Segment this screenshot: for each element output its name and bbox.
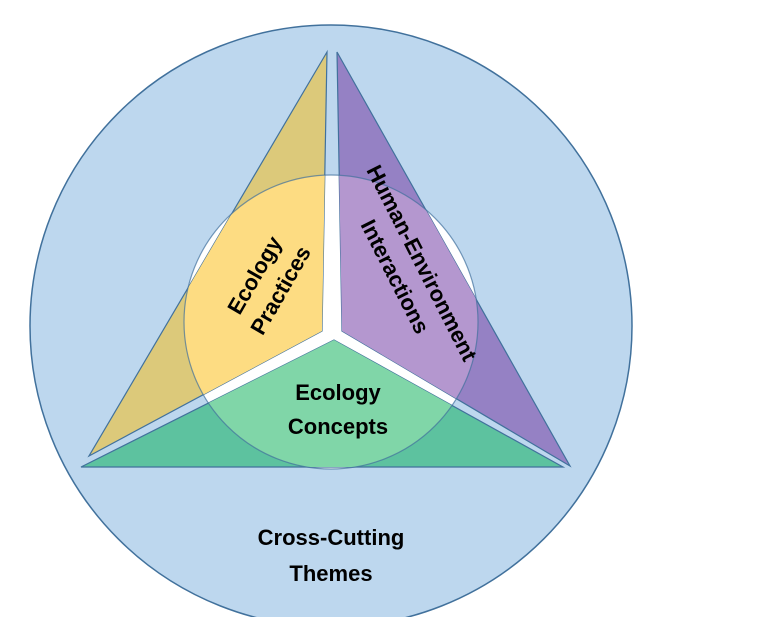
ecology-practices-inner: [184, 175, 327, 456]
ecology-concepts-label-line2: Concepts: [288, 414, 388, 439]
ecology-concepts-label-line1: Ecology: [295, 380, 381, 405]
human-environment-inner: [337, 175, 478, 466]
cross-cutting-themes-label-line2: Themes: [289, 561, 372, 586]
cross-cutting-themes-label-line1: Cross-Cutting: [258, 525, 405, 550]
inner-circle-outline: [183, 174, 479, 470]
